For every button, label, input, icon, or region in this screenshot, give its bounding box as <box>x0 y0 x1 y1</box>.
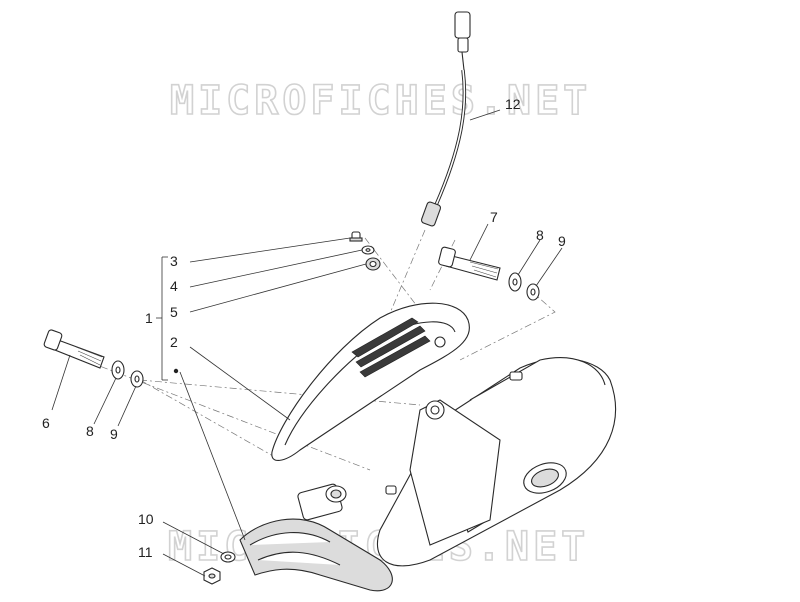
heat-shield-icon <box>271 302 470 461</box>
screw-icon <box>349 231 363 242</box>
washer-icon <box>526 283 540 301</box>
exhaust-pipe-icon <box>239 483 393 592</box>
callout-10: 10 <box>138 511 154 527</box>
grommet-icon <box>365 257 381 271</box>
callout-1: 1 <box>145 310 153 326</box>
callout-9-left: 9 <box>110 426 118 442</box>
bolt-icon <box>438 246 501 281</box>
muffler-icon <box>376 357 617 567</box>
leader-lines <box>51 109 563 577</box>
assembly-guide-lines <box>44 229 556 471</box>
callout-6: 6 <box>42 415 50 431</box>
callout-3: 3 <box>170 253 178 269</box>
callout-2: 2 <box>170 334 178 350</box>
washer-icon <box>111 360 125 380</box>
callout-4: 4 <box>170 278 178 294</box>
callout-12: 12 <box>505 96 521 112</box>
lambda-sensor-cable-icon <box>420 11 471 227</box>
watermark-top: MICROFICHES.NET <box>170 78 591 124</box>
callout-7: 7 <box>490 209 498 225</box>
callout-8-right: 8 <box>536 227 544 243</box>
callout-8-left: 8 <box>86 423 94 439</box>
callout-5: 5 <box>170 304 178 320</box>
washer-icon <box>508 272 522 292</box>
gasket-icon <box>220 551 236 563</box>
washer-icon <box>130 370 144 388</box>
callout-9-right: 9 <box>558 233 566 249</box>
callout-11: 11 <box>138 544 153 560</box>
bolt-icon <box>43 329 105 369</box>
bullet-dot <box>173 368 179 374</box>
nut-icon <box>203 567 221 585</box>
washer-icon <box>361 245 375 255</box>
